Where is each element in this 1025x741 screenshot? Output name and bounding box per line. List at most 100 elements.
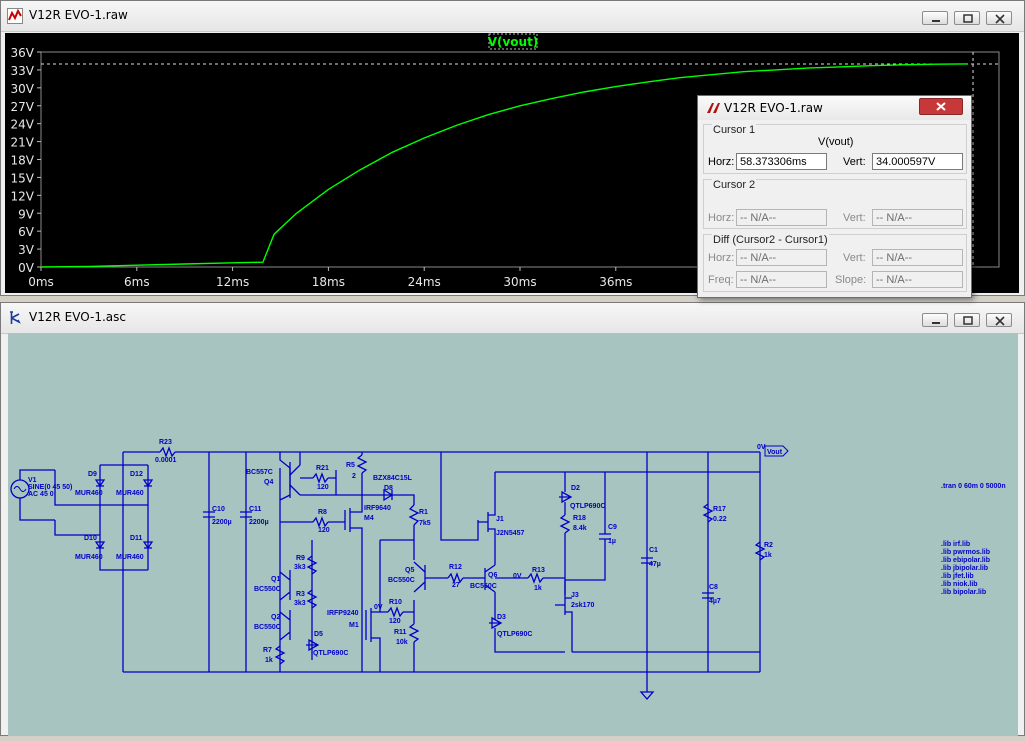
close-button[interactable] (986, 11, 1012, 25)
label-c1-val[interactable]: 47µ (649, 561, 661, 568)
label-m4-type[interactable]: IRF9640 (364, 505, 391, 512)
label-d9-val[interactable]: MUR460 (75, 490, 103, 497)
label-q2-type[interactable]: BC550C (254, 624, 281, 631)
waveform-titlebar[interactable]: V12R EVO-1.raw (1, 1, 1024, 32)
label-vout-flag[interactable]: Vout (767, 449, 783, 456)
label-d3[interactable]: D3 (497, 614, 506, 621)
label-r18[interactable]: R18 (573, 515, 586, 522)
minimize-button[interactable] (922, 11, 948, 25)
label-j3-type[interactable]: 2sk170 (571, 602, 594, 609)
label-c10[interactable]: C10 (212, 506, 225, 513)
lib-directive[interactable]: .lib irf.lib (941, 541, 970, 548)
label-c10-val[interactable]: 2200µ (212, 519, 232, 526)
label-d5-type[interactable]: QTLP690C (313, 650, 348, 657)
label-d10-val[interactable]: MUR460 (75, 554, 103, 561)
label-q1-type[interactable]: BC550C (254, 586, 281, 593)
label-d11-val[interactable]: MUR460 (116, 554, 144, 561)
label-d9[interactable]: D9 (88, 471, 97, 478)
cursor-dialog[interactable]: V12R EVO-1.raw Cursor 1 V(vout) Horz: 58… (697, 95, 972, 298)
label-j1[interactable]: J1 (496, 516, 504, 523)
trace-vout[interactable] (40, 63, 968, 268)
restore-button[interactable] (954, 313, 980, 327)
diff-horz-field[interactable]: -- N/A-- (736, 249, 827, 266)
label-r2[interactable]: R2 (764, 542, 773, 549)
label-c11-val[interactable]: 2200µ (249, 519, 269, 526)
close-button[interactable] (919, 98, 963, 115)
label-m1[interactable]: M1 (349, 622, 359, 629)
label-q1[interactable]: Q1 (271, 576, 280, 583)
cursor2-vert-field[interactable]: -- N/A-- (872, 209, 963, 226)
lib-directive[interactable]: .lib bipolar.lib (941, 589, 986, 596)
label-r7-val[interactable]: 1k (265, 657, 273, 664)
label-net-0v-c[interactable]: 0V (757, 444, 766, 451)
label-d3-type[interactable]: QTLP690C (497, 631, 532, 638)
label-d12-val[interactable]: MUR460 (116, 490, 144, 497)
close-button[interactable] (986, 313, 1012, 327)
label-net-0v-a[interactable]: 0V (374, 604, 383, 611)
minimize-button[interactable] (922, 313, 948, 327)
label-d2[interactable]: D2 (571, 485, 580, 492)
label-q2[interactable]: Q2 (271, 614, 280, 621)
schematic-canvas[interactable]: V1 SINE(0 45 50) AC 45 0 D9 MUR460 D12 M… (8, 333, 1018, 736)
label-r5-val[interactable]: 2 (352, 473, 356, 480)
label-r21-val[interactable]: 120 (317, 484, 329, 491)
label-d10[interactable]: D10 (84, 535, 97, 542)
schematic-titlebar[interactable]: V12R EVO-1.asc (1, 303, 1024, 334)
lib-directive[interactable]: .lib pwrmos.lib (941, 549, 990, 556)
label-d11[interactable]: D11 (130, 535, 143, 542)
cursor1-vert-field[interactable]: 34.000597V (872, 153, 963, 170)
label-d8[interactable]: D8 (384, 485, 393, 492)
label-j3[interactable]: J3 (571, 592, 579, 599)
label-q6[interactable]: Q6 (488, 572, 497, 579)
label-r17[interactable]: R17 (713, 506, 726, 513)
label-r1[interactable]: R1 (419, 509, 428, 516)
label-r3-val[interactable]: 3k3 (294, 600, 306, 607)
lib-directive[interactable]: .lib niok.lib (941, 581, 978, 588)
label-r2-val[interactable]: 1k (764, 552, 772, 559)
label-v1-ac[interactable]: AC 45 0 (28, 491, 54, 498)
label-r9-val[interactable]: 3k3 (294, 564, 306, 571)
label-r8-val[interactable]: 120 (318, 527, 330, 534)
label-d5[interactable]: D5 (314, 631, 323, 638)
diff-vert-field[interactable]: -- N/A-- (872, 249, 963, 266)
label-c9[interactable]: C9 (608, 524, 617, 531)
label-r13[interactable]: R13 (532, 567, 545, 574)
label-q5-type[interactable]: BC550C (388, 577, 415, 584)
diff-freq-field[interactable]: -- N/A-- (736, 271, 827, 288)
label-d8-type[interactable]: BZX84C15L (373, 475, 413, 482)
label-r12[interactable]: R12 (449, 564, 462, 571)
cursor1-horz-field[interactable]: 58.373306ms (736, 153, 827, 170)
label-d12[interactable]: D12 (130, 471, 143, 478)
label-r11[interactable]: R11 (394, 629, 407, 636)
label-j1-type[interactable]: J2N5457 (496, 530, 525, 537)
label-d2-type[interactable]: QTLP690C (570, 503, 605, 510)
lib-directive[interactable]: .lib ebipolar.lib (941, 557, 990, 564)
label-m1-type[interactable]: IRFP9240 (327, 610, 359, 617)
label-r8[interactable]: R8 (318, 509, 327, 516)
label-r13-val[interactable]: 1k (534, 585, 542, 592)
label-r9[interactable]: R9 (296, 555, 305, 562)
label-r23[interactable]: R23 (159, 439, 172, 446)
restore-button[interactable] (954, 11, 980, 25)
label-c8[interactable]: C8 (709, 584, 718, 591)
label-c1[interactable]: C1 (649, 547, 658, 554)
label-r23-val[interactable]: 0.0001 (155, 457, 177, 464)
label-r18-val[interactable]: 8.4k (573, 525, 587, 532)
label-r12-val[interactable]: 27 (452, 582, 460, 589)
trace-label[interactable]: V(vout) (488, 35, 539, 49)
label-m4[interactable]: M4 (364, 515, 374, 522)
label-r21[interactable]: R21 (316, 465, 329, 472)
schematic-drawing[interactable]: V1 SINE(0 45 50) AC 45 0 D9 MUR460 D12 M… (8, 333, 1018, 736)
lib-directive[interactable]: .lib jbipolar.lib (941, 565, 988, 572)
label-v1[interactable]: V1 (28, 477, 37, 484)
label-c8-val[interactable]: 4µ7 (709, 598, 721, 605)
label-q4-type[interactable]: BC557C (246, 469, 273, 476)
label-r17-val[interactable]: 0.22 (713, 516, 727, 523)
label-q5[interactable]: Q5 (405, 567, 414, 574)
label-net-0v-b[interactable]: 0V (513, 573, 522, 580)
diff-slope-field[interactable]: -- N/A-- (872, 271, 963, 288)
label-q6-type[interactable]: BC550C (470, 583, 497, 590)
label-r11-val[interactable]: 10k (396, 639, 408, 646)
lib-directive[interactable]: .lib jfet.lib (941, 573, 974, 580)
